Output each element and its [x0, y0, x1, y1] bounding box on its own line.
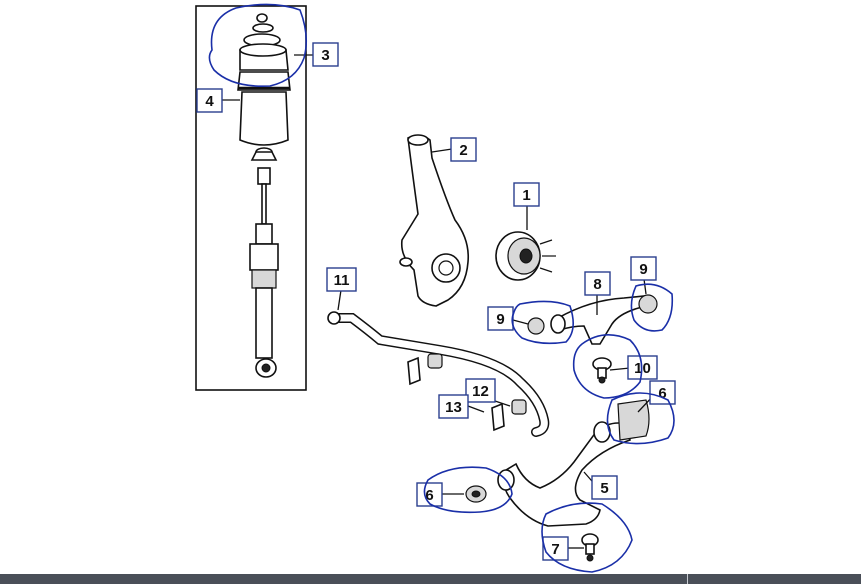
shock-absorber: [249, 167, 279, 378]
callout-8-label: 8: [593, 276, 601, 293]
callout-6-lower-label: 6: [425, 487, 433, 504]
callout-12: 12: [465, 378, 496, 403]
callout-4: 4: [196, 88, 223, 113]
callout-1-label: 1: [522, 187, 530, 204]
taskbar-separator: [687, 574, 688, 584]
callout-6-upper-label: 6: [658, 385, 666, 402]
taskbar-strip: [0, 574, 861, 584]
callout-11: 11: [326, 267, 357, 292]
upper-control-arm: [527, 294, 658, 345]
callout-3-label: 3: [321, 47, 329, 64]
callout-4-label: 4: [205, 93, 214, 110]
ink-circle-upper-bushing-right: [630, 283, 674, 332]
callout-10-label: 10: [634, 360, 651, 377]
callout-6-lower: 6: [416, 482, 443, 507]
callout-12-label: 12: [472, 383, 489, 400]
ink-circle-lower-bushing-lower: [423, 466, 513, 514]
lower-arm-bushing: [465, 485, 487, 503]
ink-circle-lower-ball-joint: [541, 502, 633, 573]
callout-9-left-label: 9: [496, 311, 504, 328]
callout-9-right: 9: [630, 256, 657, 281]
ink-annotations: [208, 3, 675, 573]
strut-top-mount: [239, 13, 289, 71]
callout-6-upper: 6: [649, 380, 676, 405]
ink-circle-upper-ball-joint: [572, 334, 643, 399]
callout-5-label: 5: [600, 480, 608, 497]
callout-1: 1: [513, 182, 540, 207]
callout-3: 3: [312, 42, 339, 67]
stabilizer-bushings: [407, 353, 527, 432]
callout-11-label: 11: [334, 272, 350, 289]
callout-13-label: 13: [445, 399, 462, 416]
ink-circle-top-mount: [208, 3, 308, 87]
callout-5: 5: [591, 475, 618, 500]
callout-7: 7: [542, 536, 569, 561]
lower-ball-joint: [581, 533, 599, 562]
callout-10: 10: [627, 355, 658, 380]
wheel-hub: [495, 231, 556, 281]
callout-2-label: 2: [459, 142, 467, 159]
ink-circle-upper-bushing-left: [511, 300, 574, 345]
stabilizer-bar: [327, 311, 550, 437]
callout-9-left: 9: [487, 306, 514, 331]
callout-13: 13: [438, 394, 469, 419]
lower-control-arm: [497, 399, 650, 527]
upper-ball-joint: [592, 357, 612, 384]
ink-circle-lower-bushing-upper: [606, 392, 675, 445]
callout-9-right-label: 9: [639, 261, 647, 278]
callout-7-label: 7: [551, 541, 559, 558]
callout-2: 2: [450, 137, 477, 162]
callout-8: 8: [584, 271, 611, 296]
steering-knuckle: [399, 134, 470, 307]
